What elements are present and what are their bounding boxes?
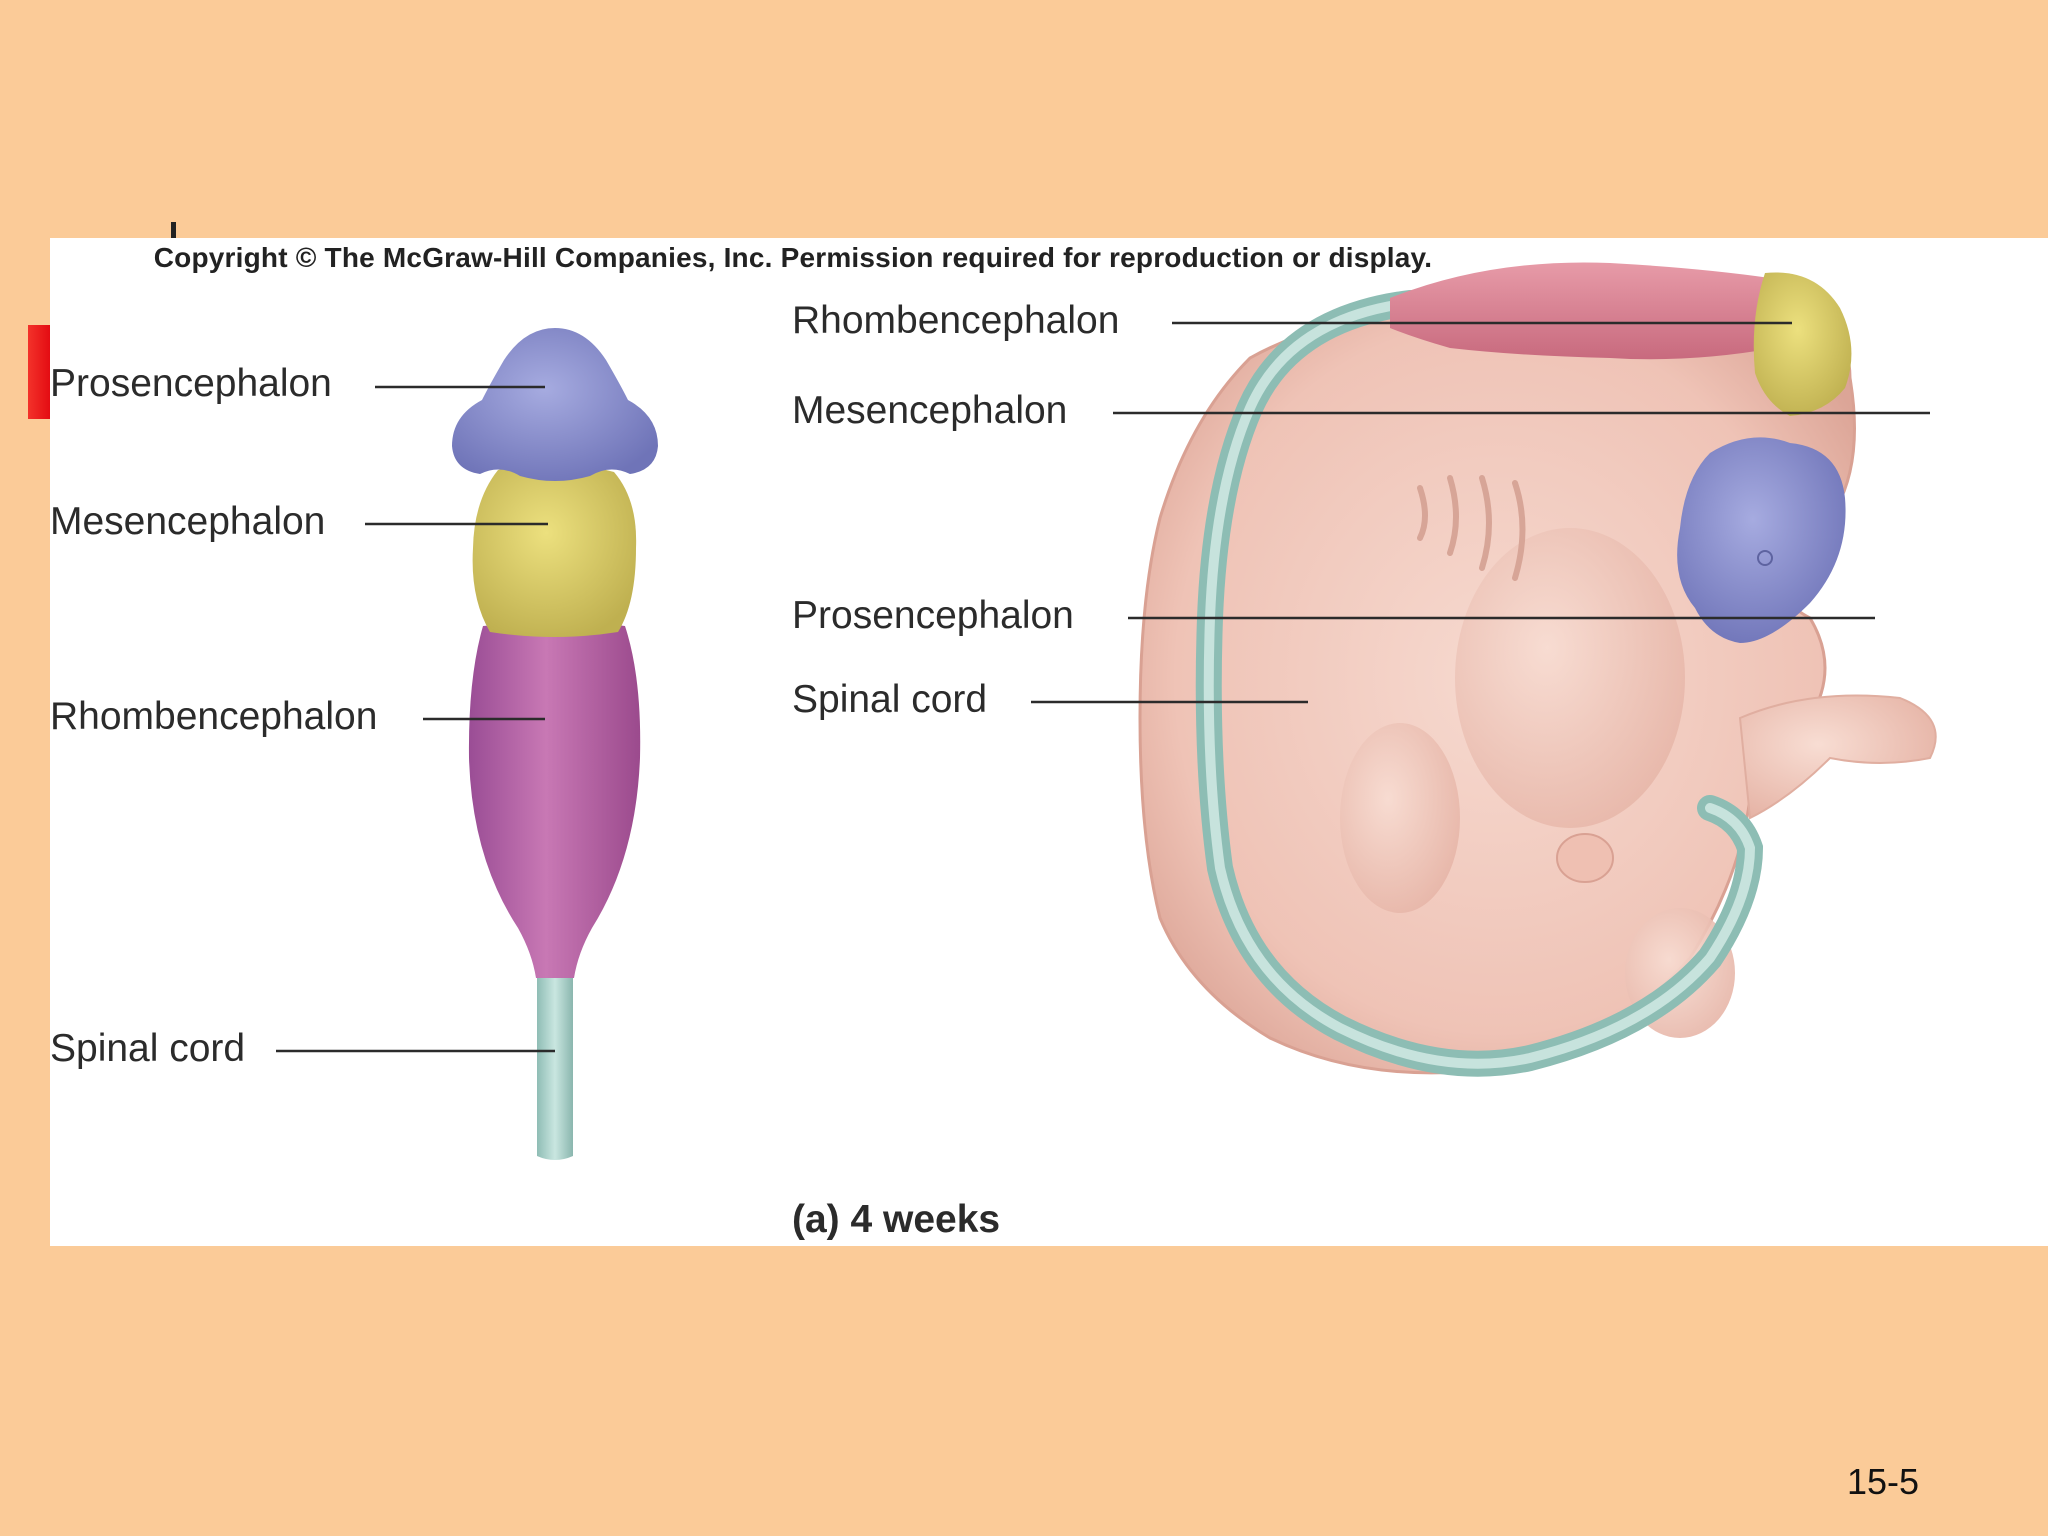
right-mesencephalon-shape: [1753, 272, 1852, 416]
right-rhombencephalon-shape: [1390, 262, 1775, 360]
left-label-prosencephalon: Prosencephalon: [50, 362, 332, 405]
bullet-tick-mark: [171, 222, 176, 240]
embryo-limb-bud-upper: [1340, 723, 1460, 913]
embryo-heart-bulge: [1455, 528, 1685, 828]
left-label-spinal-cord: Spinal cord: [50, 1027, 246, 1070]
copyright-text: Copyright © The McGraw-Hill Companies, I…: [153, 242, 1433, 273]
embryo-umbilical-stalk: [1738, 694, 1937, 820]
left-label-rhombencephalon: Rhombencephalon: [50, 695, 378, 738]
embryo-illustration: [1138, 262, 1937, 1077]
left-mesencephalon-shape: [472, 463, 637, 637]
right-prosencephalon-shape: [1677, 437, 1846, 643]
page-number: 15-5: [1847, 1461, 1920, 1502]
slide-accent-bar: [28, 325, 50, 419]
embryo-bud-small: [1556, 833, 1614, 883]
right-label-rhombencephalon: Rhombencephalon: [792, 299, 1120, 342]
leader-lines: [276, 321, 1930, 1053]
left-spinal-cord-shape: [537, 958, 573, 1160]
left-prosencephalon-shape: [452, 328, 658, 481]
left-rhombencephalon-shape: [468, 622, 641, 978]
brain-vesicles-illustration: [276, 262, 1937, 1160]
left-label-mesencephalon: Mesencephalon: [50, 500, 326, 543]
right-label-spinal-cord: Spinal cord: [792, 678, 988, 721]
figure-caption: (a) 4 weeks: [792, 1198, 1001, 1241]
right-label-prosencephalon: Prosencephalon: [792, 594, 1074, 637]
copyright-notice: Copyright © The McGraw-Hill Companies, I…: [50, 242, 2048, 274]
figure-panel: Copyright © The McGraw-Hill Companies, I…: [50, 238, 2048, 1246]
left-neural-tube: [452, 328, 658, 1160]
right-label-mesencephalon: Mesencephalon: [792, 389, 1068, 432]
